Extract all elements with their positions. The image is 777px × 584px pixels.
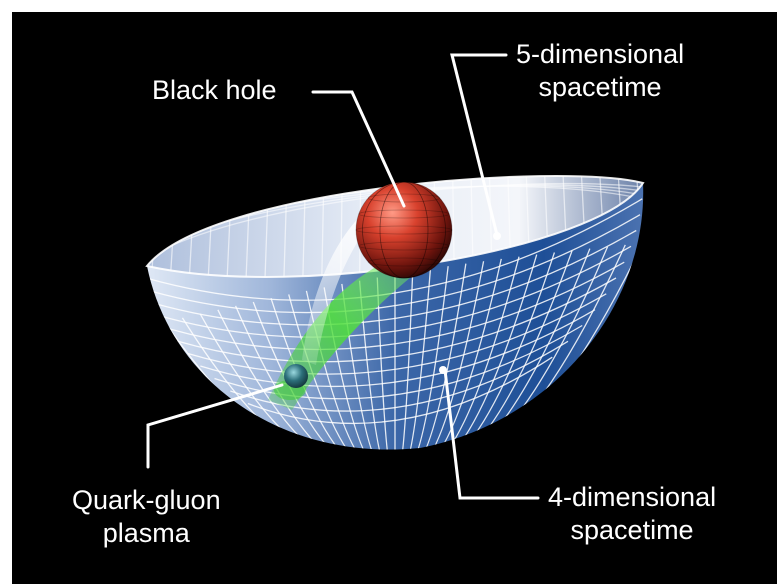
black-hole-grid-line (358, 241, 450, 251)
grid-meridian-line (288, 294, 370, 450)
grid-meridian-line (411, 263, 467, 450)
five-d-spacetime-label: 5-dimensional spacetime (516, 38, 684, 104)
five-d-leader-dot (493, 232, 501, 240)
grid-meridian-line (429, 254, 538, 450)
five-d-label-line2: spacetime (538, 72, 662, 102)
black-hole-grid-line (367, 193, 441, 203)
grid-meridian-line (403, 268, 432, 450)
five-d-label-line1: 5-dimensional (516, 39, 685, 69)
grid-meridian-line (424, 256, 520, 450)
grid-meridian-line (433, 252, 556, 450)
black-hole-grid-line (367, 257, 441, 267)
four-d-leader-dot (439, 366, 447, 374)
black-hole-grid-line (358, 209, 450, 219)
grid-latitude-line (247, 356, 553, 425)
quark-gluon-plasma-label: Quark-gluon plasma (72, 484, 221, 550)
black-hole-icon (355, 181, 453, 279)
grid-meridian-line (270, 297, 366, 450)
qgp-label-line1: Quark-gluon (72, 485, 221, 515)
qgp-leader-line (146, 383, 284, 469)
four-d-label-line2: spacetime (570, 515, 694, 545)
black-hole-label-text: Black hole (152, 75, 277, 105)
white-streak (302, 205, 380, 365)
grid-meridian-line (420, 258, 502, 450)
grid-latitude-line (200, 309, 596, 388)
black-hole-grid-line (355, 225, 453, 235)
green-beam (268, 255, 430, 410)
grid-meridian-line (442, 248, 591, 450)
five-d-leader-line (450, 53, 508, 237)
grid-meridian-line (234, 305, 357, 450)
grid-inner-line (244, 176, 252, 277)
black-hole-label: Black hole (152, 74, 277, 107)
black-hole-grid-line (379, 181, 429, 279)
black-hole-grid-line (355, 181, 453, 279)
black-hole-grid-line (362, 181, 446, 279)
qgp-label-line2: plasma (102, 518, 190, 548)
grid-latitude-line (187, 293, 607, 375)
black-hole-grid-line (379, 181, 429, 279)
grid-meridian-line (376, 277, 392, 450)
four-d-label-line1: 4-dimensional (548, 482, 717, 512)
grid-meridian-line (199, 313, 348, 450)
grid-inner-line (282, 176, 289, 277)
grid-meridian-line (407, 266, 449, 450)
grid-latitude-line (176, 277, 617, 363)
four-d-leader-line (443, 368, 540, 500)
four-d-spacetime-label: 4-dimensional spacetime (548, 481, 716, 547)
grid-meridian-line (437, 250, 573, 450)
grid-meridian-line (217, 309, 353, 450)
grid-meridian-line (252, 301, 361, 450)
grid-inner-line (301, 176, 307, 277)
grid-latitude-line (230, 340, 569, 412)
grid-inner-line (263, 176, 271, 277)
grid-meridian-line (398, 271, 414, 450)
black-hole-leader-line (311, 90, 406, 208)
black-hole-grid-line (362, 181, 446, 279)
